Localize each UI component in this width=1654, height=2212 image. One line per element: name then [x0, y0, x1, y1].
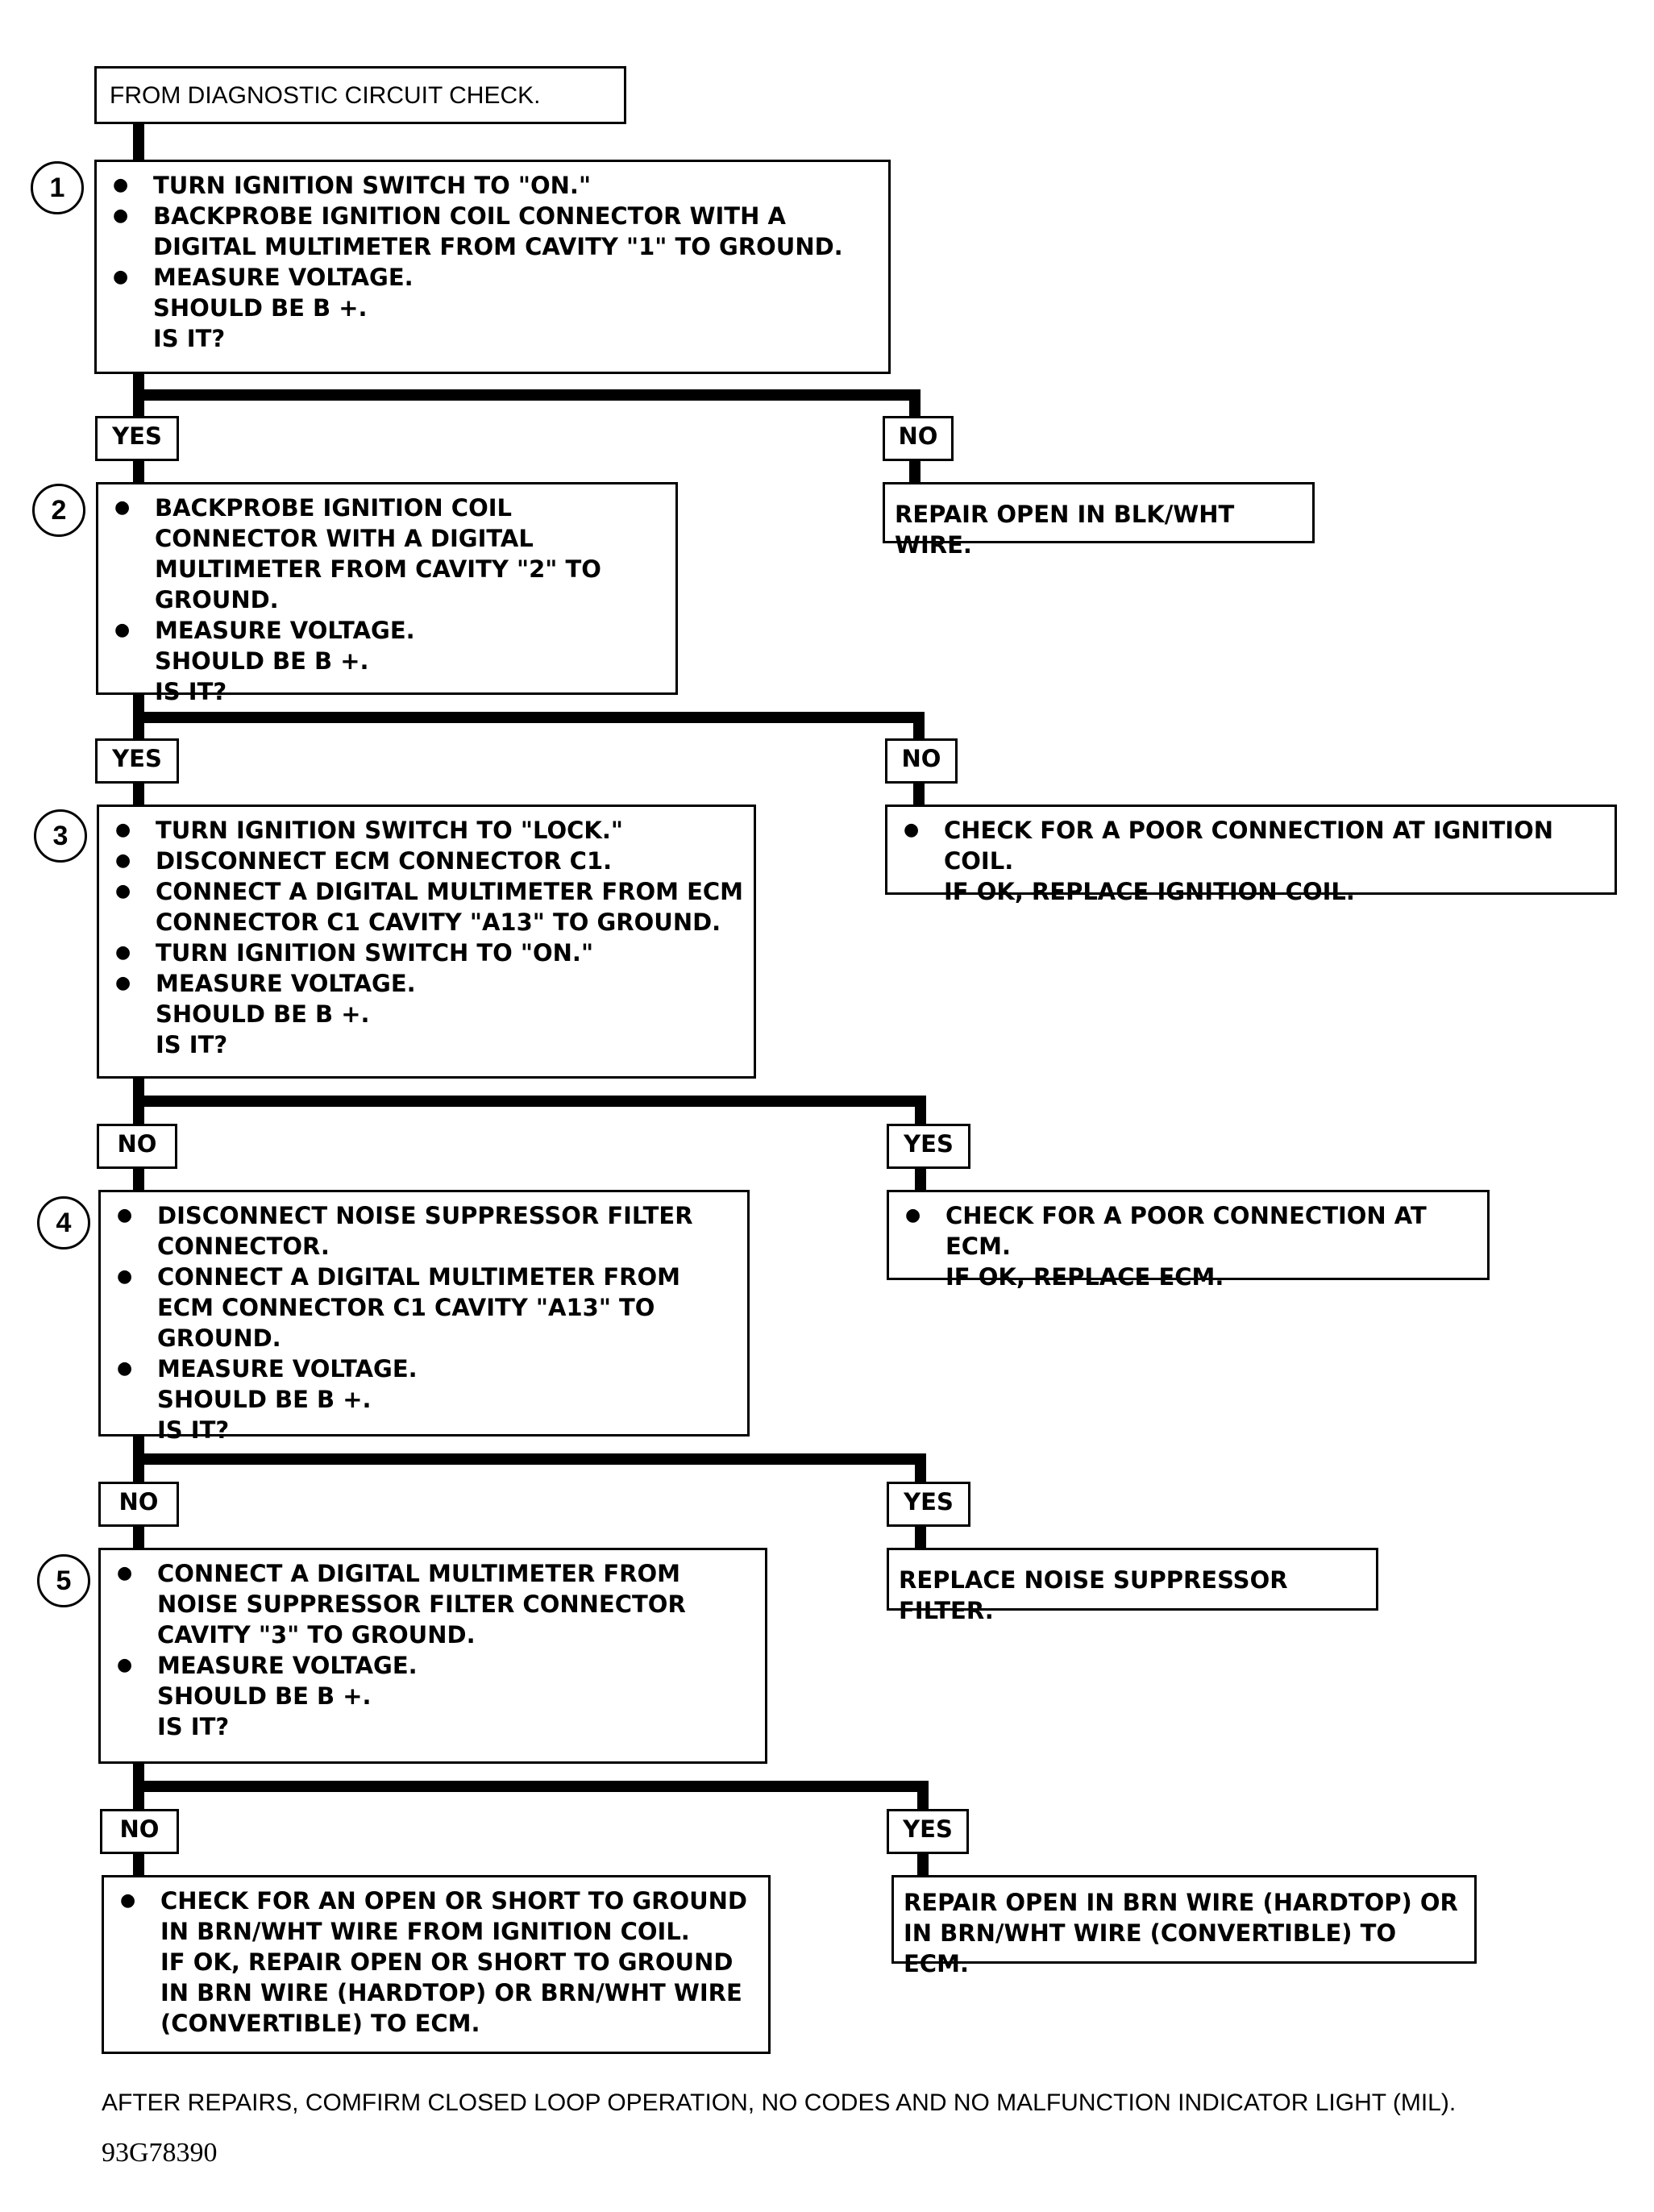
step-4-question: IS IT?	[157, 1416, 230, 1444]
branch-3-left-label: NO	[97, 1124, 177, 1169]
step-3-box: TURN IGNITION SWITCH TO "LOCK." DISCONNE…	[97, 805, 756, 1079]
result-1-text: REPAIR OPEN IN BLK/WHT WIRE.	[895, 501, 1235, 559]
result-5-no-after: IF OK, REPAIR OPEN OR SHORT TO GROUND IN…	[160, 1948, 742, 2037]
result-5-no-bullet: CHECK FOR AN OPEN OR SHORT TO GROUND IN …	[114, 1886, 758, 1947]
result-5-yes-text: REPAIR OPEN IN BRN WIRE (HARDTOP) OR IN …	[904, 1889, 1458, 1977]
result-1-box: REPAIR OPEN IN BLK/WHT WIRE.	[883, 482, 1315, 559]
step-3-expected: SHOULD BE B +.	[156, 1000, 370, 1028]
step-number-5: 5	[37, 1554, 90, 1607]
result-4-box: REPLACE NOISE SUPPRESSOR FILTER.	[887, 1548, 1378, 1624]
result-3-after: IF OK, REPLACE ECM.	[945, 1263, 1224, 1291]
branch-3-right-label: YES	[887, 1124, 970, 1169]
step-5-bullet-2: MEASURE VOLTAGE.	[110, 1650, 755, 1681]
step-2-question: IS IT?	[155, 678, 227, 705]
step-3-bullet-3: CONNECT A DIGITAL MULTIMETER FROM ECM CO…	[109, 876, 744, 938]
branch-1-right-label: NO	[883, 416, 954, 461]
result-4-text: REPLACE NOISE SUPPRESSOR FILTER.	[899, 1566, 1288, 1624]
step-3-question: IS IT?	[156, 1031, 228, 1058]
step-5-question: IS IT?	[157, 1713, 230, 1740]
step-number-2: 2	[32, 484, 85, 537]
step-5-box: CONNECT A DIGITAL MULTIMETER FROM NOISE …	[98, 1548, 767, 1764]
result-2-after: IF OK, REPLACE IGNITION COIL.	[944, 878, 1355, 905]
step-1-bullet-1: TURN IGNITION SWITCH TO "ON."	[106, 170, 879, 201]
step-1-question: IS IT?	[153, 325, 226, 352]
step-3-bullet-1: TURN IGNITION SWITCH TO "LOCK."	[109, 815, 744, 846]
step-number-3: 3	[34, 809, 87, 863]
step-3-bullet-2: DISCONNECT ECM CONNECTOR C1.	[109, 846, 744, 876]
footer-note: AFTER REPAIRS, COMFIRM CLOSED LOOP OPERA…	[102, 2089, 1457, 2116]
step-1-expected: SHOULD BE B +.	[153, 294, 368, 322]
figure-code: 93G78390	[102, 2138, 218, 2168]
branch-4-right-label: YES	[887, 1482, 970, 1527]
branch-5-left-label: NO	[100, 1809, 179, 1854]
step-2-expected: SHOULD BE B +.	[155, 647, 369, 675]
step-2-bullet-1: BACKPROBE IGNITION COIL CONNECTOR WITH A…	[108, 493, 666, 615]
branch-5-right-label: YES	[887, 1809, 969, 1854]
branch-2-left-label: YES	[95, 738, 179, 784]
step-1-box: TURN IGNITION SWITCH TO "ON." BACKPROBE …	[94, 160, 891, 374]
step-number-1: 1	[31, 161, 84, 214]
branch-4-left-label: NO	[98, 1482, 179, 1527]
start-box: FROM DIAGNOSTIC CIRCUIT CHECK.	[94, 66, 626, 124]
result-5-no-box: CHECK FOR AN OPEN OR SHORT TO GROUND IN …	[102, 1875, 771, 2054]
step-2-bullet-2: MEASURE VOLTAGE.	[108, 615, 666, 646]
step-3-bullet-5: MEASURE VOLTAGE.	[109, 968, 744, 999]
step-4-bullet-3: MEASURE VOLTAGE.	[110, 1353, 738, 1384]
step-1-bullet-2: BACKPROBE IGNITION COIL CONNECTOR WITH A…	[106, 201, 879, 262]
start-text: FROM DIAGNOSTIC CIRCUIT CHECK.	[110, 82, 541, 109]
step-4-bullet-2: CONNECT A DIGITAL MULTIMETER FROM ECM CO…	[110, 1262, 738, 1353]
step-5-bullet-1: CONNECT A DIGITAL MULTIMETER FROM NOISE …	[110, 1558, 755, 1650]
result-3-box: CHECK FOR A POOR CONNECTION AT ECM. IF O…	[887, 1190, 1490, 1291]
step-3-bullet-4: TURN IGNITION SWITCH TO "ON."	[109, 938, 744, 968]
branch-1-left-label: YES	[95, 416, 179, 461]
step-4-bullet-1: DISCONNECT NOISE SUPPRESSOR FILTER CONNE…	[110, 1200, 738, 1262]
branch-2-right-label: NO	[885, 738, 958, 784]
step-number-4: 4	[37, 1196, 90, 1249]
step-2-box: BACKPROBE IGNITION COIL CONNECTOR WITH A…	[96, 482, 678, 705]
step-5-expected: SHOULD BE B +.	[157, 1682, 372, 1710]
result-2-bullet: CHECK FOR A POOR CONNECTION AT IGNITION …	[897, 815, 1605, 876]
result-5-yes-box: REPAIR OPEN IN BRN WIRE (HARDTOP) OR IN …	[891, 1875, 1477, 1977]
result-2-box: CHECK FOR A POOR CONNECTION AT IGNITION …	[885, 805, 1617, 905]
step-4-expected: SHOULD BE B +.	[157, 1386, 372, 1413]
step-1-bullet-3: MEASURE VOLTAGE.	[106, 262, 879, 293]
result-3-bullet: CHECK FOR A POOR CONNECTION AT ECM.	[899, 1200, 1477, 1262]
step-4-box: DISCONNECT NOISE SUPPRESSOR FILTER CONNE…	[98, 1190, 750, 1444]
